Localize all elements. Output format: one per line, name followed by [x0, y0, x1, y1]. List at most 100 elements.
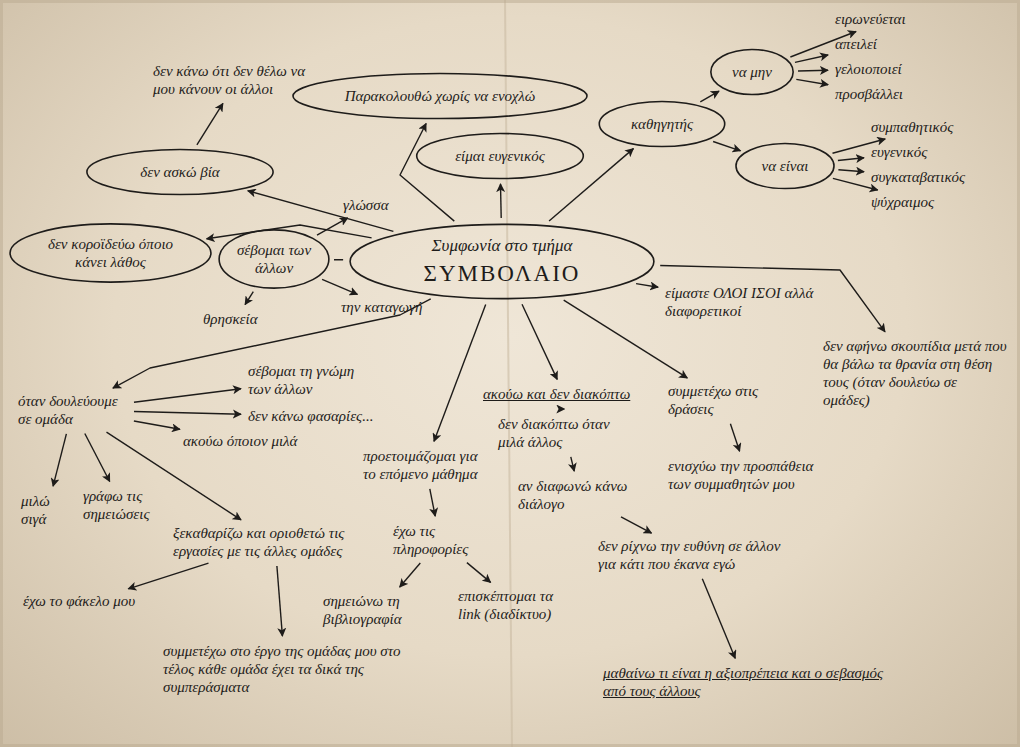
arrow-connector	[430, 489, 435, 516]
node-text-group: επισκέπτομαι τα link (διαδίκτυο)	[458, 587, 577, 623]
oval-outline	[8, 222, 213, 284]
node-text-group: προσβάλλει	[835, 85, 933, 103]
oval-outline-shape	[10, 224, 211, 282]
node-text: ΣΥΜΒΟΛΑΙΟ	[397, 260, 608, 288]
node-text-group: απειλεί	[835, 35, 919, 53]
text-node: γλώσσα	[340, 194, 402, 216]
node-text: ειρωνεύεται	[835, 10, 941, 28]
node-text: ψύχραιμος	[871, 193, 977, 211]
node-text-group: είμαι ευγενικός	[442, 147, 558, 165]
arrow-connector	[322, 279, 357, 294]
oval-outline	[218, 228, 330, 290]
oval-outline-shape	[417, 133, 584, 178]
node-text-group: γλώσσα	[343, 196, 399, 214]
oval-outline-shape	[87, 149, 273, 194]
node-text-group: την καταγωγή	[341, 298, 433, 316]
node-text-group: ακούω και δεν διακόπτω	[483, 385, 645, 403]
node-text: ακούω όποιον μιλά	[183, 432, 307, 450]
text-node: ξεκαθαρίζω και οριοθετώ τις εργασίες με …	[170, 522, 380, 562]
node-text-group: ειρωνεύεται	[835, 10, 941, 28]
text-node: ενισχύω την προσπάθεια των συμμαθητών μο…	[665, 455, 830, 495]
arrow-connector	[838, 158, 864, 161]
arrow-connector	[636, 284, 658, 288]
node-text-group: σέβομαι των άλλων	[236, 241, 312, 277]
node-text: να μην	[723, 63, 780, 81]
node-text: απειλεί	[835, 35, 919, 53]
node-text: συμπαθητικός	[871, 118, 989, 136]
arrow-connector	[53, 434, 66, 486]
oval-node: δεν ασκώ βία	[85, 148, 275, 196]
oval-outline-shape	[599, 101, 724, 146]
node-text-group: δεν κάνω φασαρίες...	[248, 407, 382, 425]
node-text: ενισχύω την προσπάθεια των συμμαθητών μο…	[668, 457, 827, 493]
oval-outline-shape	[350, 224, 654, 298]
text-node: ψύχραιμος	[868, 191, 980, 213]
arrow-connector	[702, 579, 735, 659]
node-text: δεν αφήνω σκουπίδια μετά που θα βάλω τα …	[823, 337, 1007, 409]
oval-node: σέβομαι των άλλων	[218, 228, 330, 290]
node-text-group: δεν κάνω ότι δεν θέλω να μου κάνουν οι ά…	[153, 62, 322, 98]
node-text-group: Συμφωνία στο τμήμαΣΥΜΒΟΛΑΙΟ	[397, 236, 608, 288]
node-text-group: δεν κοροϊδεύω όποιο κάνει λάθος	[41, 235, 180, 271]
text-node: σέβομαι τη γνώμη των άλλων	[245, 360, 375, 400]
text-node: ακούω όποιον μιλά	[180, 430, 310, 452]
text-node: γράφω τις σημειώσεις	[80, 485, 164, 525]
node-text: όταν δουλεύουμε σε ομάδα	[18, 392, 127, 428]
node-text-group: αν διαφωνώ κάνω διάλογο	[518, 477, 642, 513]
node-text: δεν κάνω φασαρίες...	[248, 407, 382, 425]
node-text-group: Παρακολουθώ χωρίς να ενοχλώ	[338, 87, 542, 105]
text-node: μαθαίνω τι είναι η αξιοπρέπεια και ο σεβ…	[600, 662, 890, 702]
arrow-connector	[128, 563, 208, 589]
node-text-group: ξεκαθαρίζω και οριοθετώ τις εργασίες με …	[173, 524, 377, 560]
node-text: καθηγητής	[618, 115, 705, 133]
node-text: γράφω τις σημειώσεις	[83, 487, 161, 523]
node-text: δεν ασκώ βία	[115, 163, 244, 181]
node-text: σέβομαι των άλλων	[236, 241, 312, 277]
oval-node: είμαι ευγενικός	[415, 132, 585, 180]
text-node: απειλεί	[832, 33, 922, 55]
text-node: είμαστε ΟΛΟΙ ΙΣΟΙ αλλά διαφορετικοί	[662, 282, 834, 322]
node-text-group: προετοιμάζομαι για το επόμενο μάθημα	[363, 447, 487, 483]
node-text-group: συγκαταβατικός	[871, 168, 1005, 186]
text-node: ακούω και δεν διακόπτω	[480, 383, 648, 405]
node-text: έχω τις πληροφορίες	[393, 522, 487, 558]
text-node: έχω τις πληροφορίες	[390, 520, 490, 560]
paper-fold	[505, 0, 512, 747]
node-text-group: συμμετέχω στο έργο της ομάδας μου στο τέ…	[163, 642, 407, 696]
node-text: ακούω και δεν διακόπτω	[483, 385, 645, 403]
arrow-connector	[134, 412, 241, 415]
node-text: γελοιοποιεί	[835, 60, 933, 78]
arrow-connector	[549, 149, 633, 221]
node-text-group: έχω τις πληροφορίες	[393, 522, 487, 558]
node-text: την καταγωγή	[341, 298, 433, 316]
oval-outline-shape	[736, 143, 834, 188]
oval-outline-shape	[219, 230, 329, 288]
node-text: σέβομαι τη γνώμη των άλλων	[248, 362, 372, 398]
node-text: δεν ρίχνω την ευθύνη σε άλλον για κάτι π…	[598, 537, 787, 573]
text-node: γελοιοποιεί	[832, 58, 936, 80]
node-text-group: ψύχραιμος	[871, 193, 977, 211]
node-text: γλώσσα	[343, 196, 399, 214]
text-node: δεν ρίχνω την ευθύνη σε άλλον για κάτι π…	[595, 535, 790, 575]
node-text-group: μαθαίνω τι είναι η αξιοπρέπεια και ο σεβ…	[603, 664, 887, 700]
node-text: συγκαταβατικός	[871, 168, 1005, 186]
arrow-connector	[660, 266, 885, 332]
node-text: ξεκαθαρίζω και οριοθετώ τις εργασίες με …	[173, 524, 377, 560]
node-text: προετοιμάζομαι για το επόμενο μάθημα	[363, 447, 487, 483]
arrow-connector	[207, 225, 372, 239]
arrow-connector	[798, 70, 828, 72]
text-node: δεν κάνω φασαρίες...	[245, 405, 385, 427]
node-text: αν διαφωνώ κάνω διάλογο	[518, 477, 642, 513]
text-node: συμμετέχω στις δράσεις	[665, 380, 780, 420]
arrow-connector	[838, 170, 864, 172]
text-node: την καταγωγή	[338, 296, 436, 318]
text-node: μιλώ σιγά	[18, 490, 76, 530]
oval-node: Συμφωνία στο τμήμαΣΥΜΒΟΛΑΙΟ	[347, 222, 657, 301]
node-text: συμμετέχω στις δράσεις	[668, 382, 777, 418]
arrow-connector	[400, 563, 421, 587]
node-text-group: γράφω τις σημειώσεις	[83, 487, 161, 523]
arrow-connector	[85, 434, 110, 482]
node-text-group: σημειώνω τη βιβλιογραφία	[323, 592, 437, 628]
text-node: συμπαθητικός	[868, 116, 992, 138]
